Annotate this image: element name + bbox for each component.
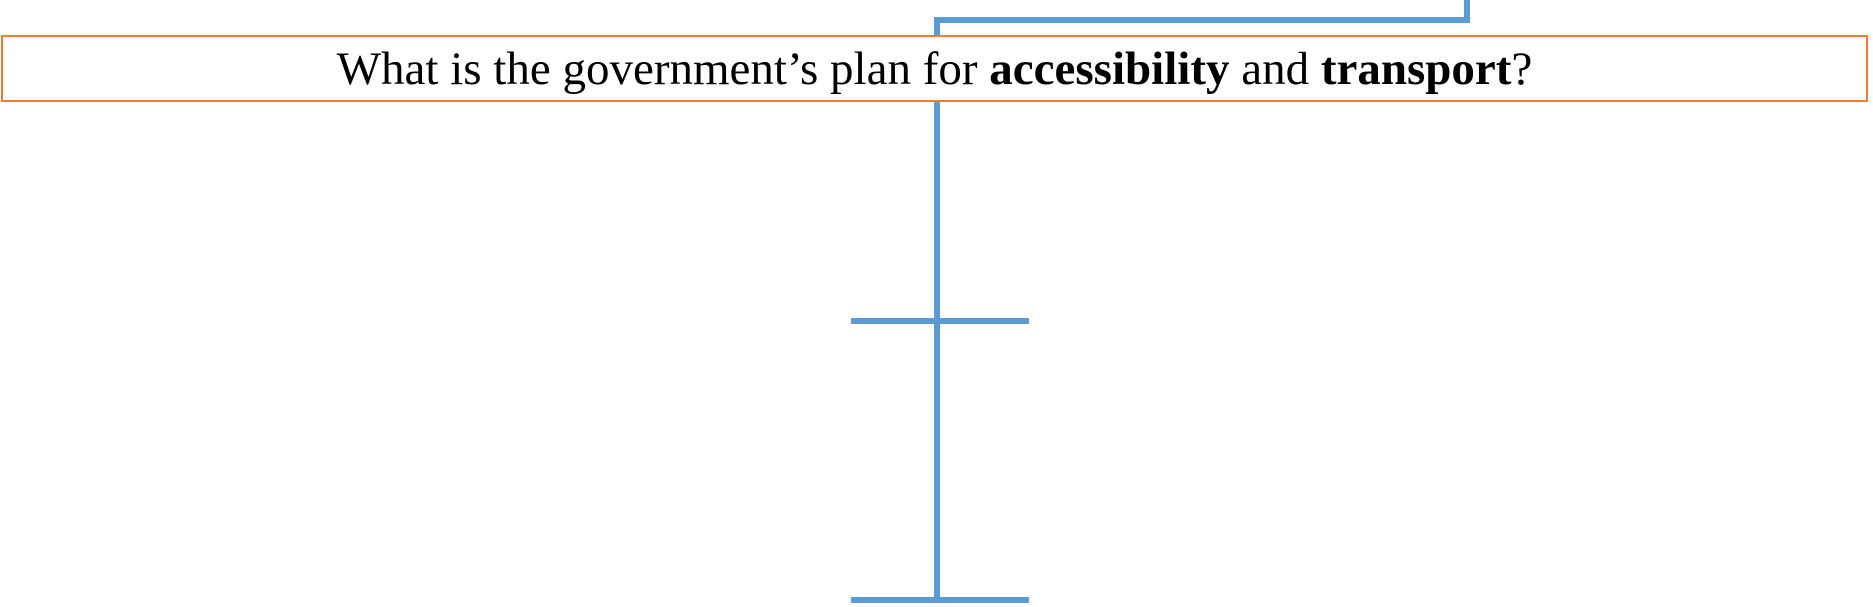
question-part-2: and [1229,42,1321,95]
question-text: What is the government’s plan for access… [337,42,1533,96]
question-box: What is the government’s plan for access… [1,35,1868,102]
question-part-3: ? [1511,42,1533,95]
top-bracket-connector [934,0,1470,35]
question-keyword-accessibility: accessibility [989,42,1230,95]
question-keyword-transport: transport [1320,42,1512,95]
question-part-1: What is the government’s plan for [336,42,990,95]
